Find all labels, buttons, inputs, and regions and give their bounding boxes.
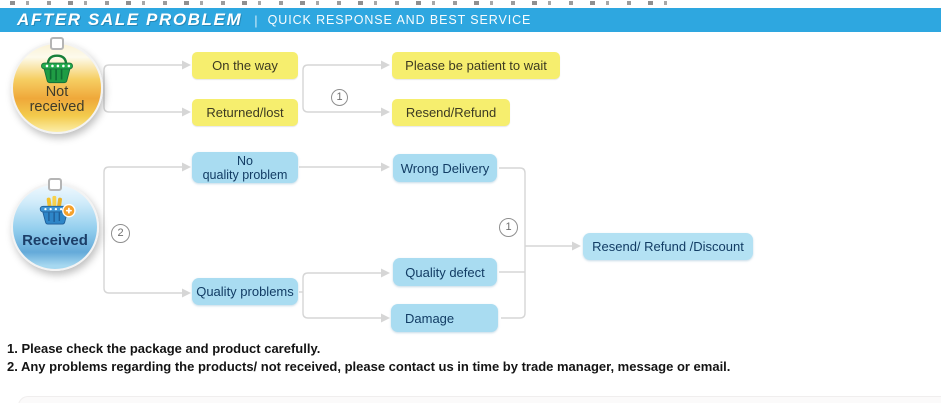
section-banner: AFTER SALE PROBLEM | QUICK RESPONSE AND …: [0, 8, 941, 32]
node-wrong-delivery: Wrong Delivery: [393, 154, 497, 182]
clip-icon: [48, 178, 62, 191]
node-resend-refund-discount: Resend/ Refund /Discount: [583, 233, 753, 260]
next-section-card-edge: [18, 396, 941, 403]
banner-subtitle: QUICK RESPONSE AND BEST SERVICE: [267, 13, 532, 27]
clip-icon: [50, 37, 64, 50]
clipped-text-artifact: [10, 1, 670, 5]
source-label-received: Received: [22, 232, 88, 249]
node-no-quality-problem: No quality problem: [192, 152, 298, 183]
source-label-not-received: Not received: [29, 84, 85, 116]
banner-title: AFTER SALE PROBLEM: [17, 10, 243, 29]
circled-number-1-collector-badge: 1: [499, 218, 518, 237]
footnote-1: 1. Please check the package and product …: [7, 341, 321, 356]
node-returned-lost: Returned/lost: [192, 99, 298, 126]
node-damage: Damage: [391, 304, 498, 332]
source-not-received: Not received: [11, 37, 103, 134]
circled-number-2-badge: 2: [111, 224, 130, 243]
footnotes: 1. Please check the package and product …: [7, 340, 730, 376]
blue-shopping-basket-icon: [39, 195, 76, 225]
node-on-the-way: On the way: [192, 52, 298, 79]
node-quality-defect: Quality defect: [393, 258, 497, 286]
banner-separator: |: [254, 12, 258, 28]
node-resend-refund: Resend/Refund: [392, 99, 510, 126]
circled-number-1-badge: 1: [331, 89, 348, 106]
node-please-be-patient: Please be patient to wait: [392, 52, 560, 79]
source-received: Received: [11, 178, 99, 271]
node-quality-problems: Quality problems: [192, 278, 298, 305]
footnote-2: 2. Any problems regarding the products/ …: [7, 359, 731, 374]
green-shopping-basket-icon: [41, 54, 73, 84]
